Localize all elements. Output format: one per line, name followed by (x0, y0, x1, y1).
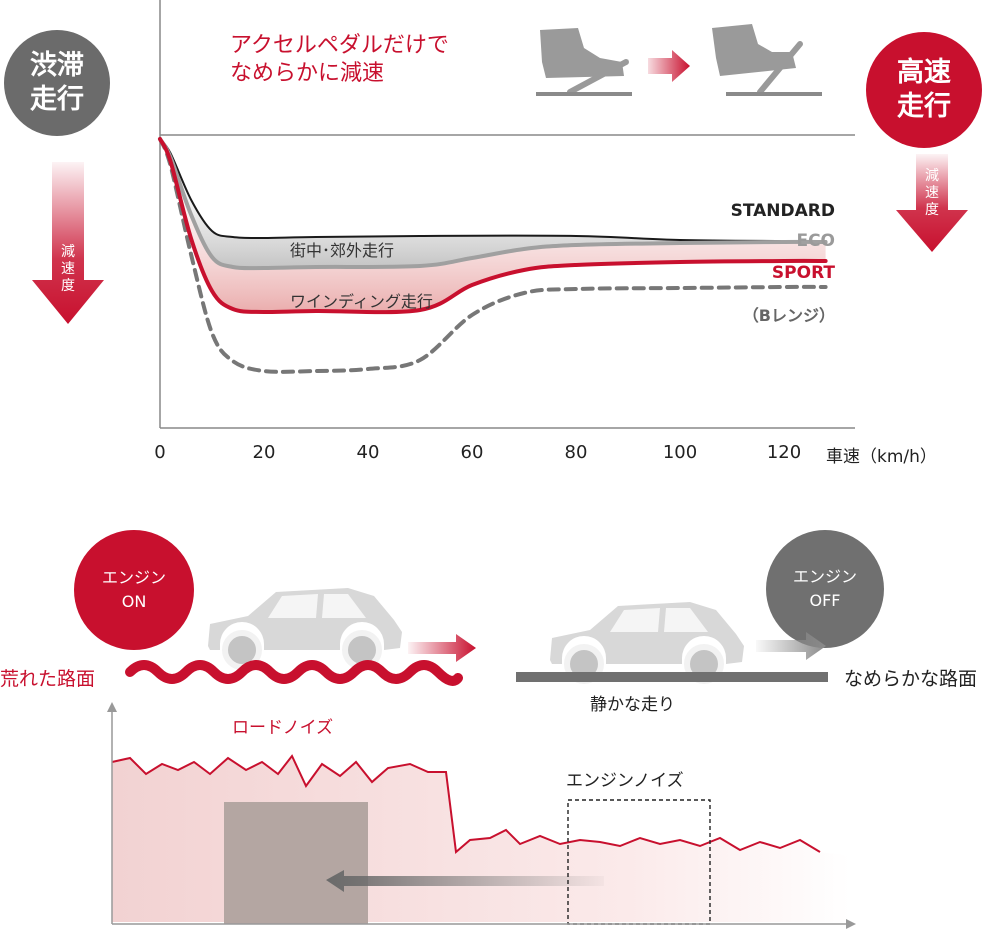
badge-line-2: 走行 (30, 84, 84, 115)
noise-reduction-arrow-icon (326, 870, 604, 892)
series-label-standard: STANDARD (730, 201, 835, 221)
x-tick-label: 40 (356, 442, 380, 463)
x-axis-label: 車速（km/h） (826, 447, 937, 467)
gray-motion-arrow-icon (756, 632, 826, 660)
noise-y-axis-arrow-icon (107, 702, 117, 712)
series-label-sport: SPORT (771, 263, 835, 283)
noise-chart (107, 702, 856, 929)
engine-on-line-1: エンジン (101, 568, 166, 587)
badge-line-2: 走行 (897, 91, 951, 122)
decel-char: 度 (61, 278, 75, 294)
quiet-ride-label: 静かな走り (590, 695, 675, 715)
decel-char: 減 (61, 244, 75, 260)
noise-x-axis-arrow-icon (846, 919, 856, 929)
x-tick-label: 0 (154, 442, 166, 463)
rough-road-wave (125, 660, 463, 686)
foot-pressing-pedal-icon (536, 28, 632, 96)
decel-char: 速 (925, 185, 939, 201)
highway-driving-badge: 高速 走行 (866, 32, 982, 148)
series-line-standard (159, 138, 827, 243)
x-tick-label: 100 (662, 442, 698, 463)
city-zone-label: 街中･郊外走行 (290, 241, 395, 260)
engine-noise-box-filled (224, 802, 368, 924)
engine-noise-label: エンジンノイズ (566, 771, 684, 791)
series-label-b-range: （Bレンジ） (742, 306, 835, 325)
car-on-rough-road-icon (208, 588, 402, 667)
series-label-eco: ECO (796, 231, 835, 251)
car-on-smooth-road-icon (550, 602, 744, 681)
decel-char: 速 (61, 261, 75, 277)
pedal-release-illustration (536, 24, 822, 96)
badge-line-1: 渋滞 (30, 50, 84, 81)
series-line-b-range (158, 137, 828, 374)
series-line-eco (158, 137, 828, 271)
decel-char: 減 (925, 168, 939, 184)
engine-off-line-2: OFF (809, 591, 841, 610)
headline-line-2: なめらかに減速 (230, 61, 385, 86)
series-line-sport (158, 137, 828, 315)
smooth-road (516, 672, 828, 682)
city-zone-area (160, 139, 826, 269)
smooth-road-label: なめらかな路面 (844, 668, 978, 690)
transition-arrow-icon (648, 50, 690, 82)
x-tick-label: 60 (460, 442, 484, 463)
foot-releasing-pedal-icon (712, 24, 822, 96)
x-tick-label: 120 (766, 442, 802, 463)
left-deceleration-arrow (32, 162, 104, 324)
road-noise-line (111, 754, 821, 854)
right-deceleration-label: 減 速 度 (922, 168, 942, 219)
badge-line-1: 高速 (897, 57, 951, 88)
engine-off-line-1: エンジン (792, 567, 857, 586)
red-motion-arrow-icon (408, 634, 476, 662)
deceleration-chart (158, 0, 855, 429)
congestion-driving-badge: 渋滞 走行 (4, 30, 110, 136)
engine-on-badge: エンジン ON (74, 530, 194, 650)
left-deceleration-label: 減 速 度 (58, 244, 78, 295)
road-comparison-illustration (125, 560, 828, 686)
rough-road-label: 荒れた路面 (0, 668, 96, 690)
engine-off-badge: エンジン OFF (766, 530, 884, 648)
road-noise-label: ロードノイズ (232, 718, 334, 738)
winding-zone-label: ワインディング走行 (290, 292, 433, 311)
x-tick-label: 20 (252, 442, 276, 463)
x-tick-label: 80 (564, 442, 588, 463)
headline: アクセルペダルだけで なめらかに減速 (230, 32, 449, 88)
headline-line-1: アクセルペダルだけで (230, 33, 449, 58)
engine-on-line-2: ON (121, 592, 147, 611)
decel-char: 度 (925, 202, 939, 218)
right-deceleration-arrow (896, 154, 968, 252)
